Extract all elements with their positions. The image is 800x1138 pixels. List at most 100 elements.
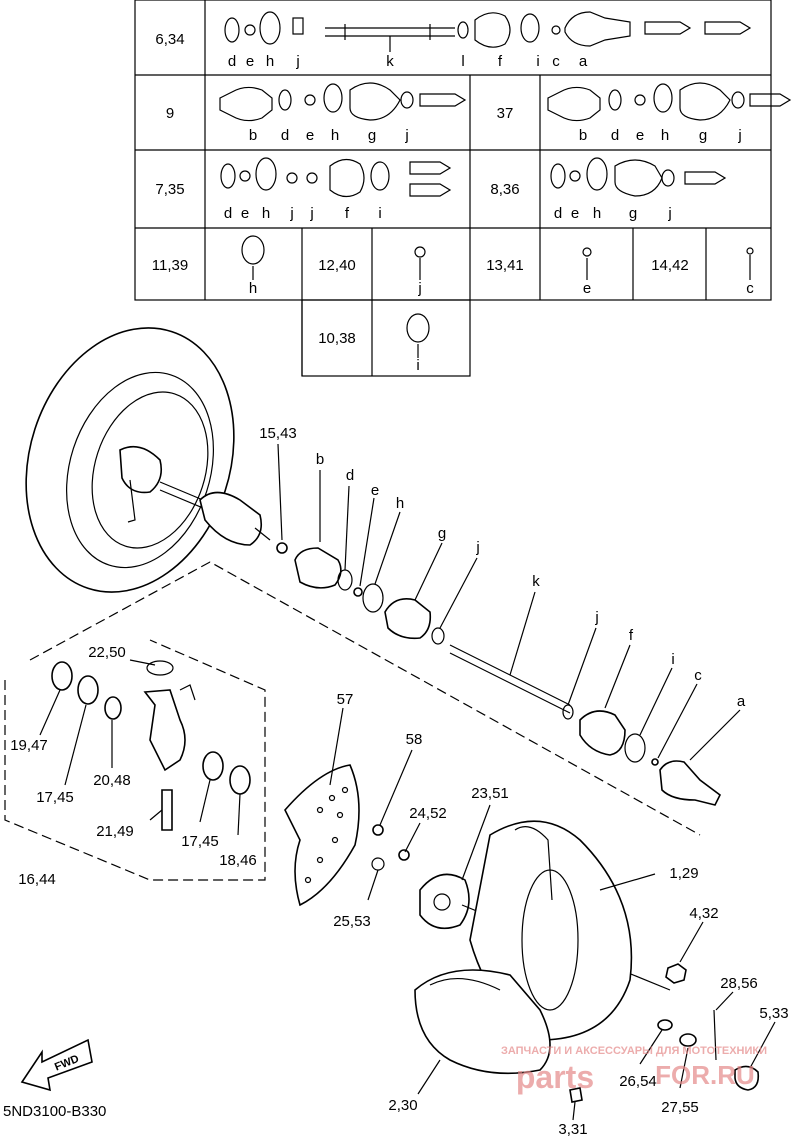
kit-row-9-letters: b d e h g j bbox=[249, 127, 409, 144]
svg-text:d: d bbox=[554, 205, 562, 222]
fwd-arrow: FWD bbox=[20, 1038, 93, 1092]
svg-text:h: h bbox=[249, 280, 257, 297]
svg-text:i: i bbox=[536, 53, 539, 70]
svg-text:l: l bbox=[461, 53, 464, 70]
callout-27-55: 27,55 bbox=[661, 1099, 699, 1116]
callout-16-44: 16,44 bbox=[18, 871, 56, 888]
kit-ref-7-35: 7,35 bbox=[155, 181, 184, 198]
leader-lines bbox=[39, 443, 776, 1121]
kit-ref-37: 37 bbox=[497, 105, 514, 122]
knuckle-group-parts bbox=[51, 660, 251, 831]
callout-k: k bbox=[532, 573, 540, 590]
svg-text:k: k bbox=[386, 53, 394, 70]
svg-text:d: d bbox=[224, 205, 232, 222]
callout-i: i bbox=[671, 651, 674, 668]
kit-ref-13-41: 13,41 bbox=[486, 257, 524, 274]
svg-text:c: c bbox=[552, 53, 560, 70]
svg-text:e: e bbox=[636, 127, 644, 144]
svg-text:j: j bbox=[289, 205, 293, 222]
callout-4-32: 4,32 bbox=[689, 905, 718, 922]
svg-text:d: d bbox=[228, 53, 236, 70]
svg-text:h: h bbox=[661, 127, 669, 144]
callout-j-1: j bbox=[475, 539, 479, 556]
svg-text:a: a bbox=[579, 53, 588, 70]
kit-row-9-parts bbox=[219, 82, 467, 122]
callout-15-43: 15,43 bbox=[259, 425, 297, 442]
kit-row-6-34-letters: d e h j k l f i c a bbox=[228, 36, 588, 70]
callout-20-48: 20,48 bbox=[93, 772, 131, 789]
callout-h: h bbox=[396, 495, 404, 512]
watermark-brand-right: FOR.RU bbox=[655, 1060, 755, 1090]
callout-a: a bbox=[737, 693, 746, 710]
kit-ref-11-39: 11,39 bbox=[152, 257, 188, 274]
svg-text:g: g bbox=[368, 127, 376, 144]
svg-text:h: h bbox=[593, 205, 601, 222]
callout-19-47: 19,47 bbox=[10, 737, 48, 754]
callout-22-50: 22,50 bbox=[88, 644, 126, 661]
kit-ref-9: 9 bbox=[166, 105, 174, 122]
kit-row-37-letters: b d e h g j bbox=[579, 127, 742, 144]
svg-text:e: e bbox=[246, 53, 254, 70]
wheel-bottom bbox=[414, 820, 633, 1075]
svg-text:f: f bbox=[498, 53, 503, 70]
callout-17-45-a: 17,45 bbox=[36, 789, 74, 806]
svg-text:j: j bbox=[667, 205, 671, 222]
svg-text:j: j bbox=[404, 127, 408, 144]
callout-17-45-b: 17,45 bbox=[181, 833, 219, 850]
callout-f: f bbox=[629, 627, 634, 644]
diagram-code: 5ND3100-B330 bbox=[3, 1103, 106, 1120]
callout-18-46: 18,46 bbox=[219, 852, 257, 869]
callout-21-49: 21,49 bbox=[96, 823, 134, 840]
callout-labels: 15,43 b d e h g j k j f i c a 22,50 19,4… bbox=[10, 425, 788, 1138]
kit-row-7-35-letters: d e h j j f i bbox=[224, 205, 382, 222]
callout-5-33: 5,33 bbox=[759, 1005, 788, 1022]
svg-text:f: f bbox=[345, 205, 350, 222]
kit-ref-14-42: 14,42 bbox=[651, 257, 689, 274]
kit-ref-6-34: 6,34 bbox=[155, 31, 184, 48]
callout-e: e bbox=[371, 482, 379, 499]
kit-table: 6,34 9 37 7,35 8,36 11,39 12,40 13,41 14… bbox=[134, 0, 792, 377]
svg-text:j: j bbox=[309, 205, 313, 222]
svg-text:e: e bbox=[241, 205, 249, 222]
kit-row-4-parts bbox=[241, 235, 754, 358]
callout-57: 57 bbox=[337, 691, 354, 708]
kit-row-8-36-letters: d e h g j bbox=[554, 205, 672, 222]
kit-ref-10-38: 10,38 bbox=[318, 330, 356, 347]
callout-c: c bbox=[694, 667, 702, 684]
brake-disc bbox=[284, 764, 410, 907]
watermark: ЗАПЧАСТИ И АКСЕССУАРЫ ДЛЯ МОТОТЕХНИКИ pa… bbox=[501, 1045, 767, 1095]
kit-row-6-34-parts bbox=[224, 11, 752, 48]
watermark-tagline: ЗАПЧАСТИ И АКСЕССУАРЫ ДЛЯ МОТОТЕХНИКИ bbox=[501, 1045, 767, 1057]
kit-row-7-35-parts bbox=[220, 157, 452, 198]
callout-b: b bbox=[316, 451, 324, 468]
svg-text:b: b bbox=[249, 127, 257, 144]
svg-text:c: c bbox=[746, 280, 754, 297]
svg-text:h: h bbox=[331, 127, 339, 144]
callout-26-54: 26,54 bbox=[619, 1073, 657, 1090]
kit-ref-8-36: 8,36 bbox=[490, 181, 519, 198]
watermark-brand-left: parts bbox=[516, 1059, 594, 1095]
callout-1-29: 1,29 bbox=[669, 865, 698, 882]
kit-ref-12-40: 12,40 bbox=[318, 257, 356, 274]
svg-text:g: g bbox=[629, 205, 637, 222]
kit-row-8-36-parts bbox=[550, 157, 727, 197]
svg-text:i: i bbox=[378, 205, 381, 222]
svg-text:e: e bbox=[306, 127, 314, 144]
callout-2-30: 2,30 bbox=[388, 1097, 417, 1114]
svg-text:j: j bbox=[295, 53, 299, 70]
svg-text:h: h bbox=[262, 205, 270, 222]
callout-23-51: 23,51 bbox=[471, 785, 509, 802]
svg-text:d: d bbox=[281, 127, 289, 144]
kit-row-4-letters: h j e c i bbox=[249, 280, 754, 374]
callout-25-53: 25,53 bbox=[333, 913, 371, 930]
callout-g: g bbox=[438, 525, 446, 542]
svg-text:j: j bbox=[417, 280, 421, 297]
drive-shaft-assembly bbox=[159, 481, 722, 806]
callout-58: 58 bbox=[406, 731, 423, 748]
callout-j-2: j bbox=[594, 609, 598, 626]
wheel-top bbox=[25, 327, 235, 593]
kit-row-37-parts bbox=[547, 82, 792, 122]
callout-d: d bbox=[346, 467, 354, 484]
knuckle-group-outline bbox=[4, 561, 701, 881]
svg-text:e: e bbox=[571, 205, 579, 222]
